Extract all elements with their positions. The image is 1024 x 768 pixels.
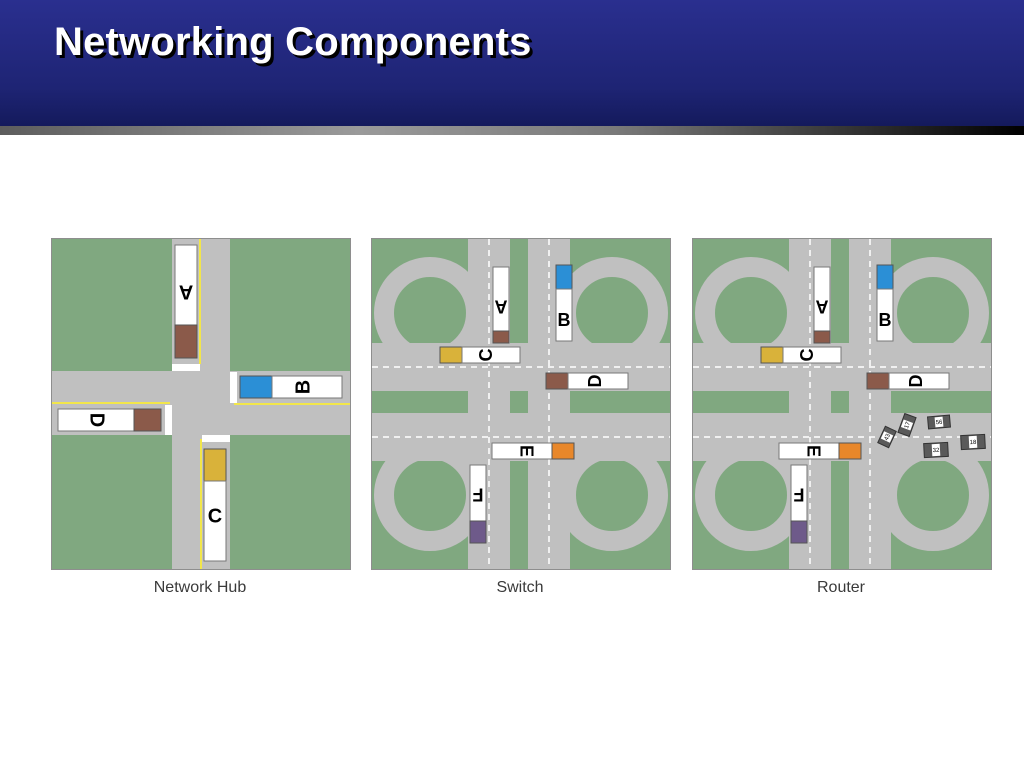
truck-b: B bbox=[239, 375, 343, 399]
truck-d-label: D bbox=[906, 375, 926, 388]
truck-c-label: C bbox=[797, 349, 817, 362]
network-hub-diagram: A B D C bbox=[51, 238, 351, 570]
truck-a: A bbox=[813, 266, 831, 344]
hub-intersection-illustration: A B D C bbox=[52, 239, 350, 569]
police-car-number: 18 bbox=[970, 440, 978, 446]
truck-f: F bbox=[790, 464, 808, 544]
police-car-number: 32 bbox=[933, 448, 941, 454]
truck-d: D bbox=[57, 408, 162, 432]
truck-b-label: B bbox=[558, 310, 571, 330]
truck-b-label: B bbox=[879, 310, 892, 330]
truck-d-label: D bbox=[86, 413, 108, 427]
router-caption: Router bbox=[816, 579, 866, 596]
header-divider bbox=[0, 126, 1024, 135]
truck-c-label: C bbox=[208, 505, 222, 527]
truck-f: F bbox=[469, 464, 487, 544]
truck-d: D bbox=[866, 372, 950, 390]
slide-title: Networking Components bbox=[54, 20, 532, 64]
police-car: 56 bbox=[926, 414, 952, 430]
truck-f-label: F bbox=[473, 484, 484, 504]
truck-d-label: D bbox=[585, 375, 605, 388]
router-diagram: A B C D E F 43 bbox=[692, 238, 992, 570]
truck-c: C bbox=[760, 346, 842, 364]
police-car: 18 bbox=[960, 433, 986, 451]
truck-c: C bbox=[439, 346, 521, 364]
police-car-number: 17 bbox=[904, 421, 912, 430]
truck-c: C bbox=[203, 448, 227, 562]
truck-e-label: E bbox=[516, 445, 536, 457]
police-car-number: 43 bbox=[884, 433, 893, 442]
truck-a-label: A bbox=[179, 281, 193, 303]
truck-e-label: E bbox=[803, 445, 823, 457]
police-car: 17 bbox=[897, 412, 917, 438]
switch-interchange-illustration: A B C D E F bbox=[372, 239, 670, 569]
police-car: 43 bbox=[877, 425, 897, 449]
switch-caption: Switch bbox=[496, 579, 544, 596]
truck-d: D bbox=[545, 372, 629, 390]
truck-e: E bbox=[491, 442, 575, 460]
switch-diagram: A B C D E F bbox=[371, 238, 671, 570]
truck-a: A bbox=[174, 244, 198, 359]
police-car: 32 bbox=[923, 441, 949, 459]
truck-f-label: F bbox=[794, 484, 805, 504]
router-interchange-illustration: A B C D E F 43 bbox=[693, 239, 991, 569]
truck-a-label: A bbox=[495, 296, 508, 316]
truck-b: B bbox=[555, 264, 573, 342]
truck-e: E bbox=[778, 442, 862, 460]
network-hub-caption: Network Hub bbox=[153, 579, 247, 596]
truck-b-label: B bbox=[292, 380, 314, 394]
slide-header: Networking Components bbox=[0, 0, 1024, 126]
truck-b: B bbox=[876, 264, 894, 342]
truck-a-label: A bbox=[816, 296, 829, 316]
police-car-number: 56 bbox=[935, 420, 943, 427]
truck-a: A bbox=[492, 266, 510, 344]
truck-c-label: C bbox=[476, 349, 496, 362]
